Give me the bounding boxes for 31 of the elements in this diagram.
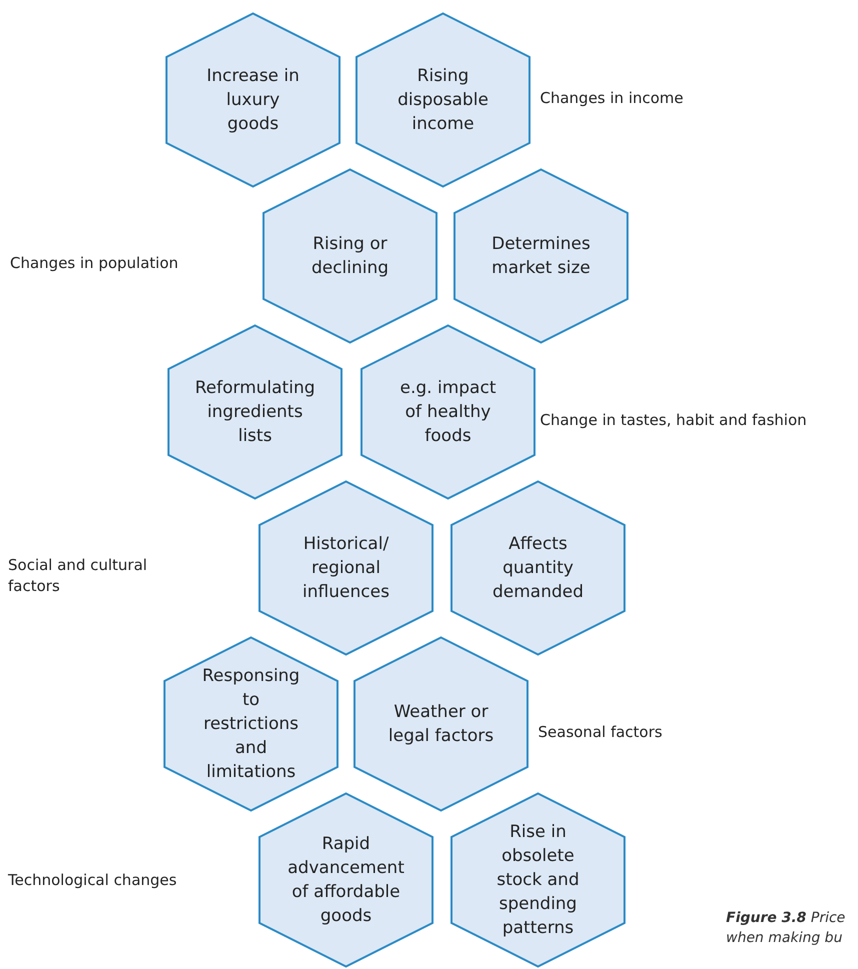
figure-caption: Figure 3.8 Price when making bu: [726, 909, 846, 948]
hexagon-node: [258, 792, 434, 968]
category-label: Changes in population: [10, 253, 178, 274]
hexagon-node: [450, 480, 626, 656]
hexagon-node: [167, 324, 343, 500]
hexagon-node: [360, 324, 536, 500]
node-text: Rising or declining: [310, 233, 390, 280]
hexagon-node: [353, 636, 529, 812]
node-text: Affects quantity demanded: [491, 533, 585, 604]
category-label: Change in tastes, habit and fashion: [540, 410, 807, 431]
hexagon-node: [453, 168, 629, 344]
node-text: Increase in luxury goods: [206, 65, 300, 136]
category-label: Changes in income: [540, 88, 684, 109]
node-text: Responsing to restrictions and limitations: [201, 665, 301, 784]
hexagon-node: [450, 792, 626, 968]
hexagon-node: [163, 636, 339, 812]
node-text: Historical/ regional influences: [302, 533, 390, 604]
node-text: Weather or legal factors: [387, 701, 495, 748]
node-text: Rising disposable income: [396, 65, 490, 136]
node-text: e.g. impact of healthy foods: [399, 377, 497, 448]
hexagon-node: [165, 12, 341, 188]
category-label: Social and cultural factors: [8, 555, 148, 597]
node-text: Determines market size: [490, 233, 592, 280]
hexagon-node: [258, 480, 434, 656]
category-label: Seasonal factors: [538, 722, 662, 743]
node-text: Rise in obsolete stock and spending patterns: [496, 821, 580, 940]
category-label: Technological changes: [8, 870, 177, 891]
hexagon-node: [355, 12, 531, 188]
hexagon-node: [262, 168, 438, 344]
node-text: Reformulating ingredients lists: [195, 377, 316, 448]
node-text: Rapid advancement of affordable goods: [288, 833, 404, 928]
